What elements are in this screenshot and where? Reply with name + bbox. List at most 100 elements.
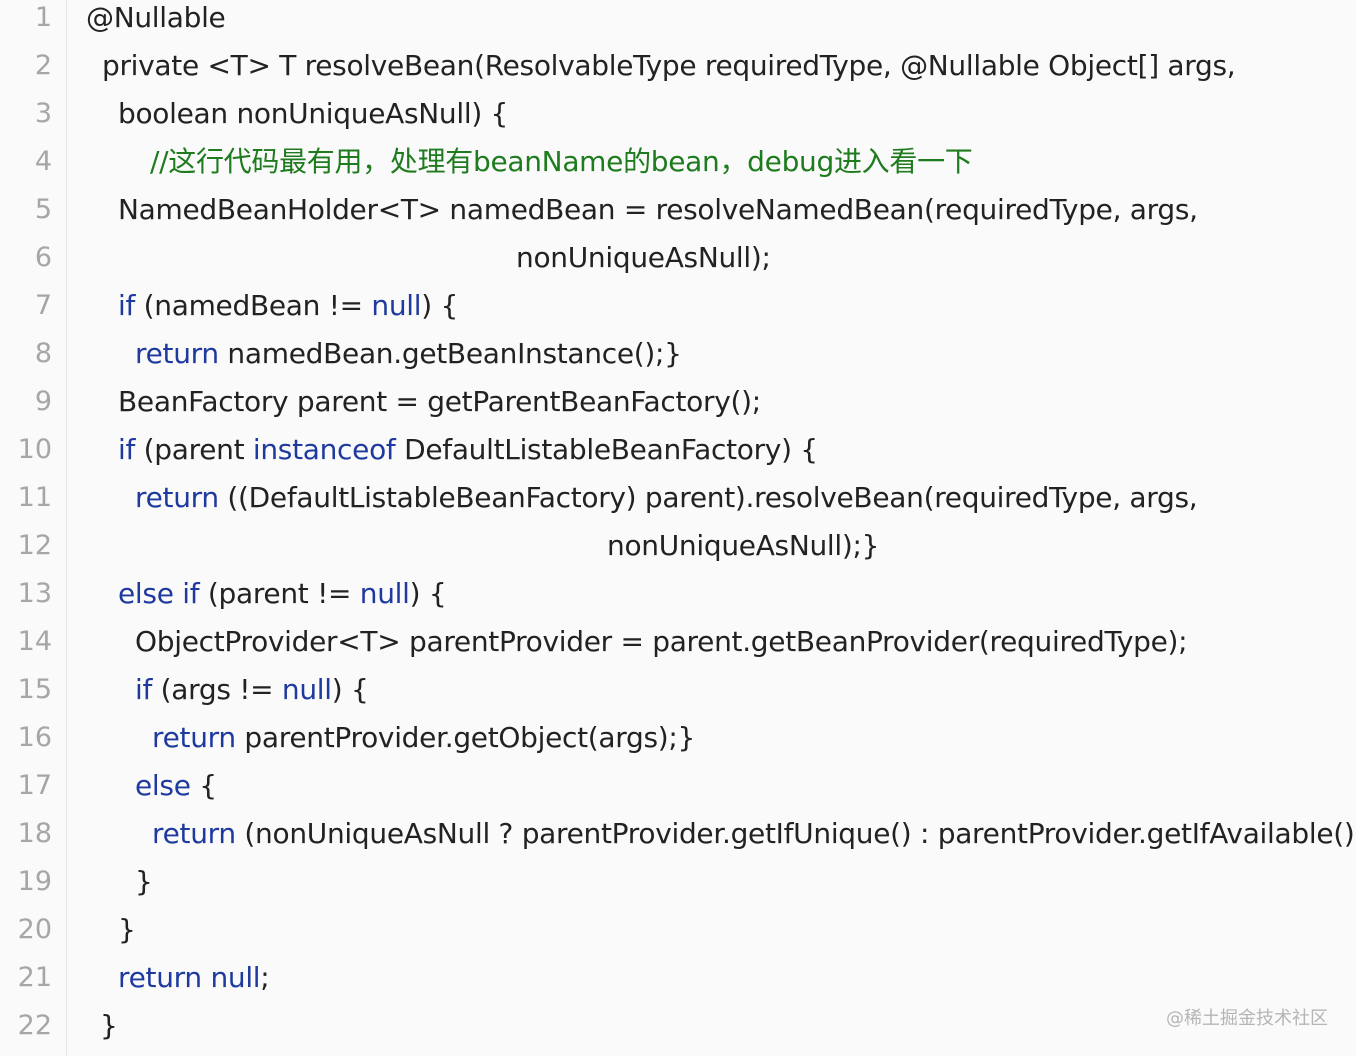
- line-number: 20: [17, 914, 52, 945]
- line-number: 10: [17, 434, 52, 465]
- code-token: ) {: [409, 577, 447, 610]
- line-number: 17: [17, 770, 52, 801]
- line-number: 15: [17, 674, 52, 705]
- keyword-token: null: [359, 577, 410, 610]
- code-line: 22}: [0, 1008, 1356, 1056]
- keyword-token: null: [371, 289, 422, 322]
- keyword-token: null: [281, 673, 332, 706]
- code-token: @Nullable: [86, 1, 226, 34]
- code-line: 21 return null;: [0, 960, 1356, 1008]
- keyword-token: else: [135, 769, 191, 802]
- code-text: return namedBean.getBeanInstance();}: [135, 330, 682, 378]
- keyword-token: return: [118, 961, 202, 994]
- line-number: 16: [17, 722, 52, 753]
- code-token: (parent: [135, 433, 253, 466]
- line-number: 14: [17, 626, 52, 657]
- code-line: 20}: [0, 912, 1356, 960]
- code-line: 2 private <T> T resolveBean(ResolvableTyp…: [0, 48, 1356, 96]
- code-line: 6 nonUniqueAsNull);: [0, 240, 1356, 288]
- comment-token: //这行代码最有用，处理有beanName的bean，debug进入看一下: [150, 145, 973, 178]
- code-text: nonUniqueAsNull);}: [607, 522, 879, 570]
- code-token: ((DefaultListableBeanFactory) parent).re…: [218, 481, 1198, 514]
- code-text: //这行代码最有用，处理有beanName的bean，debug进入看一下: [150, 138, 973, 186]
- code-line: 19}: [0, 864, 1356, 912]
- code-token: BeanFactory parent = getParentBeanFactor…: [118, 385, 761, 418]
- line-number: 2: [34, 50, 52, 81]
- code-line: 16 return parentProvider.getObject(args);…: [0, 720, 1356, 768]
- line-number: 22: [17, 1010, 52, 1041]
- code-line: 17 else {: [0, 768, 1356, 816]
- code-text: nonUniqueAsNull);: [516, 234, 771, 282]
- line-number: 3: [34, 98, 52, 129]
- code-line: 14 ObjectProvider<T> parentProvider = par…: [0, 624, 1356, 672]
- keyword-token: return: [152, 817, 236, 850]
- code-text: }: [100, 1002, 118, 1050]
- code-line: 12 nonUniqueAsNull);}: [0, 528, 1356, 576]
- code-token: boolean nonUniqueAsNull) {: [118, 97, 509, 130]
- code-line: 18 return (nonUniqueAsNull ? parentProvid…: [0, 816, 1356, 864]
- keyword-token: if: [135, 673, 153, 706]
- code-token: ObjectProvider<T> parentProvider = paren…: [135, 625, 1188, 658]
- keyword-token: null: [210, 961, 261, 994]
- code-text: }: [118, 906, 136, 954]
- line-number: 8: [34, 338, 52, 369]
- code-line: 7 if (namedBean != null) {: [0, 288, 1356, 336]
- line-number: 21: [17, 962, 52, 993]
- line-number: 12: [17, 530, 52, 561]
- code-token: (parent !=: [199, 577, 360, 610]
- watermark: @稀土掘金技术社区: [1166, 1008, 1328, 1029]
- keyword-token: if: [118, 289, 136, 322]
- code-text: return ((DefaultListableBeanFactory) par…: [135, 474, 1198, 522]
- code-text: NamedBeanHolder<T> namedBean = resolveNa…: [118, 186, 1198, 234]
- code-token: }: [118, 913, 136, 946]
- line-number: 9: [34, 386, 52, 417]
- keyword-token: else if: [118, 577, 200, 610]
- code-text: @Nullable: [86, 0, 226, 42]
- code-text: }: [135, 858, 153, 906]
- code-token: ) {: [421, 289, 458, 322]
- line-number: 18: [17, 818, 52, 849]
- code-token: }: [135, 865, 153, 898]
- code-token: }: [100, 1009, 118, 1042]
- code-text: BeanFactory parent = getParentBeanFactor…: [118, 378, 761, 426]
- code-text: if (args != null) {: [135, 666, 369, 714]
- code-text: return parentProvider.getObject(args);}: [152, 714, 695, 762]
- keyword-token: if: [118, 433, 136, 466]
- code-token: {: [190, 769, 217, 802]
- code-token: (nonUniqueAsNull ? parentProvider.getIfU…: [235, 817, 1356, 850]
- code-text: boolean nonUniqueAsNull) {: [118, 90, 508, 138]
- code-token: ;: [260, 961, 270, 994]
- code-line: 15 if (args != null) {: [0, 672, 1356, 720]
- keyword-token: instanceof: [252, 433, 396, 466]
- code-text: else if (parent != null) {: [118, 570, 447, 618]
- code-token: DefaultListableBeanFactory) {: [395, 433, 818, 466]
- code-text: return (nonUniqueAsNull ? parentProvider…: [152, 810, 1356, 858]
- line-number-gutter: [0, 0, 67, 1056]
- line-number: 6: [34, 242, 52, 273]
- code-line: 3 boolean nonUniqueAsNull) {: [0, 96, 1356, 144]
- code-token: private <T> T resolveBean(ResolvableType…: [102, 49, 1236, 82]
- code-token: parentProvider.getObject(args);}: [235, 721, 696, 754]
- line-number: 7: [34, 290, 52, 321]
- code-token: nonUniqueAsNull);}: [607, 529, 880, 562]
- keyword-token: return: [152, 721, 236, 754]
- code-token: ) {: [331, 673, 369, 706]
- code-token: namedBean.getBeanInstance();}: [218, 337, 682, 370]
- line-number: 4: [34, 146, 52, 177]
- code-line: 9 BeanFactory parent = getParentBeanFacto…: [0, 384, 1356, 432]
- code-token: nonUniqueAsNull);: [516, 241, 771, 274]
- code-text: ObjectProvider<T> parentProvider = paren…: [135, 618, 1188, 666]
- code-line: 1@Nullable: [0, 0, 1356, 48]
- line-number: 11: [17, 482, 52, 513]
- code-text: if (namedBean != null) {: [118, 282, 458, 330]
- code-token: (args !=: [152, 673, 282, 706]
- code-line: 4 //这行代码最有用，处理有beanName的bean，debug进入看一下: [0, 144, 1356, 192]
- code-text: private <T> T resolveBean(ResolvableType…: [102, 42, 1236, 90]
- code-token: (namedBean !=: [135, 289, 372, 322]
- code-text: else {: [135, 762, 217, 810]
